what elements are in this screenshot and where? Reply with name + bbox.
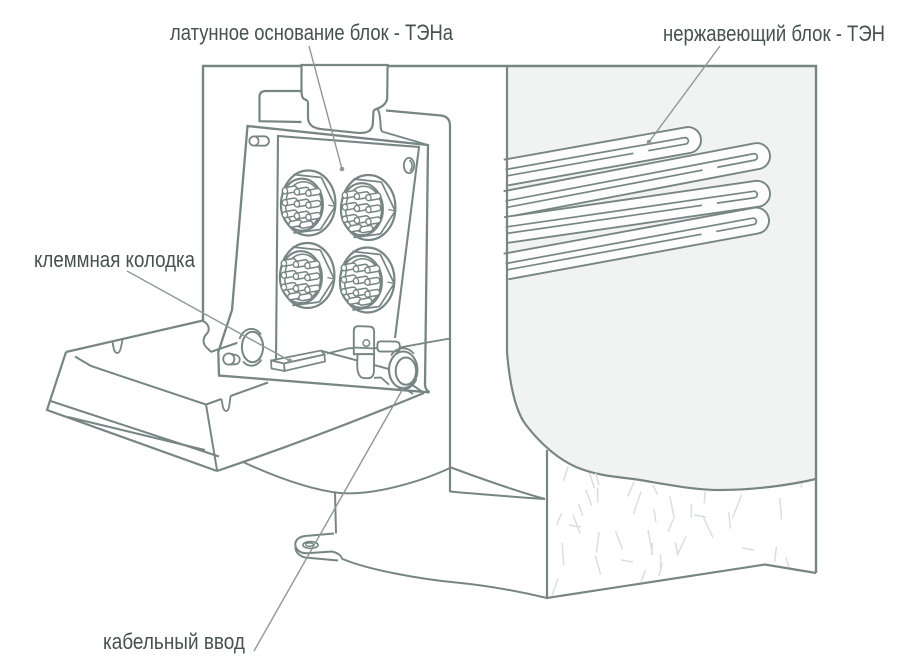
svg-text:клеммная колодка: клеммная колодка (34, 247, 195, 272)
svg-text:нержавеющий блок - ТЭН: нержавеющий блок - ТЭН (663, 21, 885, 46)
svg-text:латунное основание блок - ТЭНа: латунное основание блок - ТЭНа (170, 20, 453, 45)
svg-text:кабельный ввод: кабельный ввод (103, 629, 245, 654)
